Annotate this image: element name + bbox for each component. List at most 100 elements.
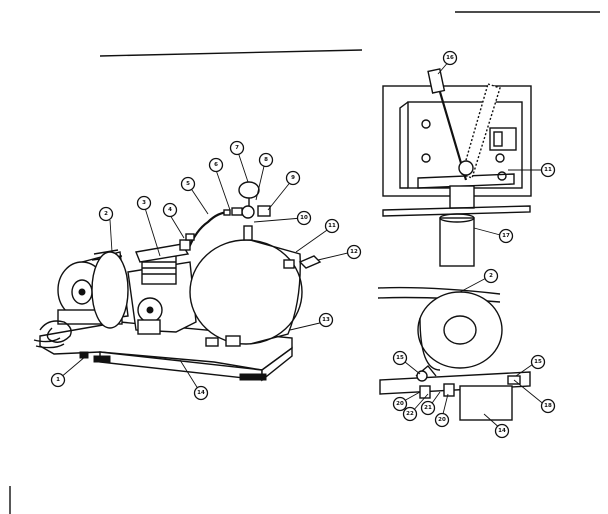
housing-cap [439, 213, 475, 223]
compressor-assembly [33, 181, 322, 382]
pressure-switch-inset [382, 68, 532, 267]
callout-bottom-21: 21 [420, 400, 436, 416]
cord-plug [79, 351, 89, 359]
callout-1: 1 [50, 372, 66, 388]
pulley-rim [419, 317, 441, 371]
callout-6: 6 [208, 157, 224, 173]
bolt-left [419, 385, 431, 399]
callout-11: 11 [324, 218, 340, 234]
svg-text:13: 13 [322, 317, 330, 323]
svg-text:22: 22 [406, 411, 414, 417]
power-cord [39, 320, 72, 343]
plate-screw-4 [497, 171, 507, 181]
callout-5: 5 [180, 176, 196, 192]
svg-text:7: 7 [235, 145, 239, 151]
bolt-right [443, 383, 455, 397]
callout-8: 8 [258, 152, 274, 168]
svg-text:11: 11 [328, 223, 336, 229]
switch-bracket [417, 173, 515, 189]
flywheel-hub [146, 306, 154, 314]
motor-coupling [449, 185, 475, 209]
svg-text:15: 15 [396, 355, 404, 361]
pulley-hub [443, 315, 477, 345]
callout-9: 9 [285, 170, 301, 186]
svg-text:10: 10 [300, 215, 308, 221]
callout-top-17: 17 [498, 228, 514, 244]
svg-text:9: 9 [291, 175, 295, 181]
motor-foot [459, 385, 513, 421]
svg-text:12: 12 [350, 249, 358, 255]
switch-block [489, 127, 517, 151]
header-rule [99, 49, 363, 57]
callout-bottom-2: 2 [483, 268, 499, 284]
plate-screw-1 [421, 119, 431, 129]
svg-text:17: 17 [502, 233, 510, 239]
tee-fitting [243, 225, 253, 241]
svg-text:14: 14 [498, 428, 506, 434]
callout-13: 13 [318, 312, 334, 328]
svg-text:16: 16 [446, 55, 454, 61]
check-valve [179, 239, 191, 251]
air-tank [189, 239, 303, 345]
safety-valve [257, 205, 271, 217]
pulley-wheel [417, 291, 503, 369]
callout-4: 4 [162, 202, 178, 218]
svg-text:3: 3 [142, 200, 146, 206]
pump-outlet [137, 319, 161, 335]
lever-handle [427, 68, 446, 94]
svg-text:6: 6 [214, 162, 218, 168]
callout-7: 7 [229, 140, 245, 156]
belt-guard [91, 251, 129, 329]
unloader-fitting [185, 233, 195, 241]
cylinder-fins [142, 261, 176, 275]
tank-saddle [205, 337, 219, 347]
outlet-valve [298, 255, 322, 269]
callout-top-16: 16 [442, 50, 458, 66]
callout-bottom-18: 18 [540, 398, 556, 414]
svg-text:18: 18 [544, 403, 552, 409]
mounting-bracket [379, 371, 531, 395]
tank-shell [249, 239, 301, 345]
callout-bottom-15b: 15 [530, 354, 546, 370]
fitting-left [231, 207, 243, 216]
svg-text:14: 14 [197, 390, 205, 396]
base-foot-left [93, 355, 111, 363]
svg-text:1: 1 [56, 377, 60, 383]
callout-bottom-20a: 20 [392, 396, 408, 412]
plate-screw-3 [495, 153, 505, 163]
belt-pulley-inset [377, 286, 531, 421]
callout-bottom-14: 14 [494, 423, 510, 439]
nut [223, 209, 231, 216]
switch-plate-edge [399, 101, 409, 189]
callout-14: 14 [193, 385, 209, 401]
callout-bottom-22: 22 [402, 406, 418, 422]
switch-contact [493, 131, 503, 147]
svg-text:2: 2 [489, 273, 493, 279]
callout-bottom-15a: 15 [392, 350, 408, 366]
svg-text:8: 8 [264, 157, 268, 163]
lever-alt-position [461, 83, 501, 179]
svg-text:20: 20 [396, 401, 404, 407]
plate-screw-2 [421, 153, 431, 163]
callout-3: 3 [136, 195, 152, 211]
pump-head [135, 243, 190, 263]
svg-text:21: 21 [424, 405, 432, 411]
callout-12: 12 [346, 244, 362, 260]
pressure-gauge [238, 181, 260, 199]
svg-text:11: 11 [544, 167, 552, 173]
motor-shaft [78, 288, 86, 296]
tee-block [241, 205, 255, 219]
callout-top-11: 11 [540, 162, 556, 178]
svg-text:2: 2 [104, 211, 108, 217]
svg-text:4: 4 [168, 207, 172, 213]
motor-housing-lower [439, 217, 475, 267]
svg-text:15: 15 [534, 359, 542, 365]
cord-coils [33, 337, 65, 349]
tank-drain [225, 335, 241, 347]
svg-text:5: 5 [186, 181, 190, 187]
svg-text:20: 20 [438, 417, 446, 423]
callout-10: 10 [296, 210, 312, 226]
callout-2: 2 [98, 206, 114, 222]
